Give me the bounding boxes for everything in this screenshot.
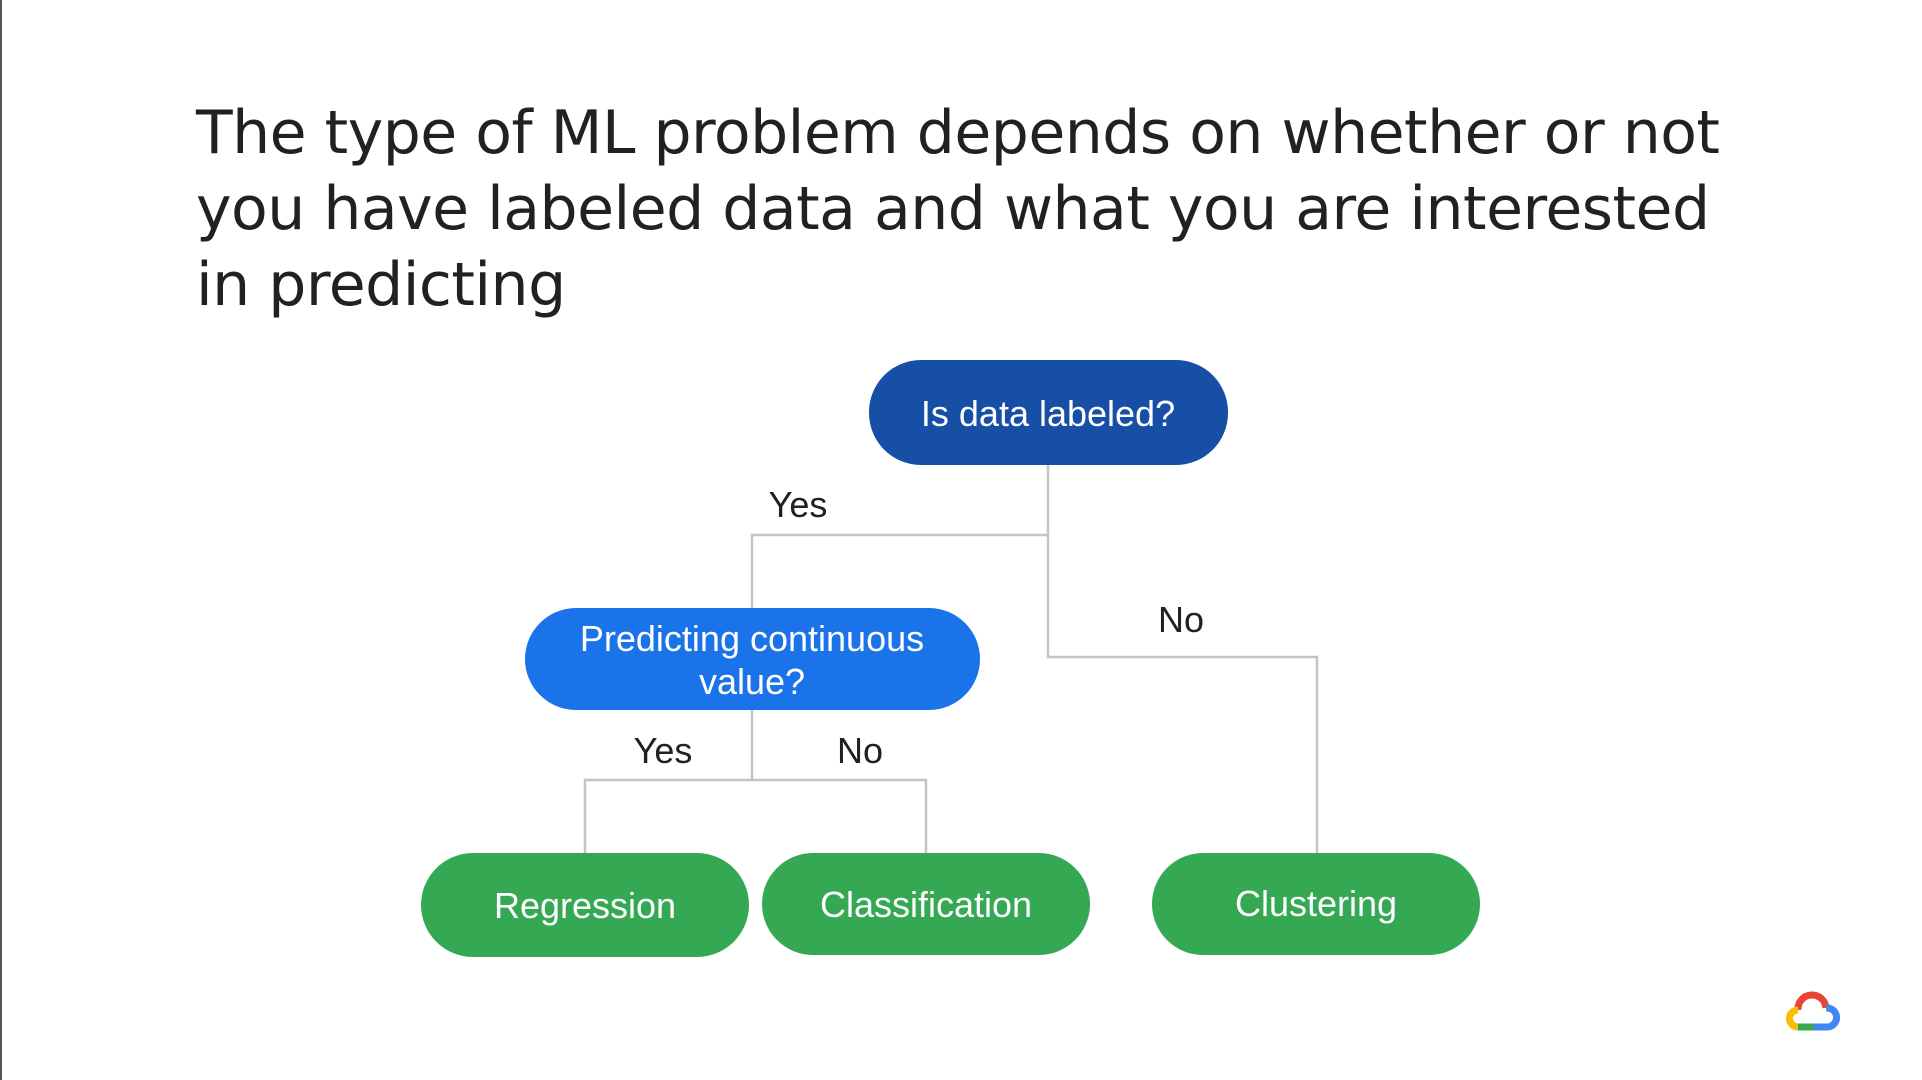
node-classification: Classification: [762, 853, 1090, 955]
google-cloud-logo-icon: [1786, 991, 1840, 1031]
connector-root-to-clustering: [1046, 535, 1319, 853]
node-regression-shape: [421, 853, 749, 957]
node-clustering-label: Clustering: [1235, 883, 1397, 924]
connector-continuous-to-regression: [583, 710, 754, 853]
node-is-data-labeled: Is data labeled?: [869, 360, 1228, 465]
left-border: [0, 0, 2, 1080]
node-classification-shape: [762, 853, 1090, 955]
edge-label-root-yes: Yes: [769, 484, 828, 525]
edge-label-root-no: No: [1158, 599, 1204, 640]
node-predicting-continuous-value-label-line2: value?: [699, 661, 805, 702]
node-clustering: Clustering: [1152, 853, 1480, 955]
logo-red-arc: [1794, 991, 1830, 1011]
node-predicting-continuous-value-shape: [525, 608, 980, 710]
node-regression: Regression: [421, 853, 749, 957]
slide-title: The type of ML problem depends on whethe…: [196, 98, 1720, 320]
connector-root-to-continuous: [750, 465, 1050, 608]
node-regression-label: Regression: [494, 885, 676, 926]
connector-continuous-to-classification: [752, 778, 928, 853]
edge-label-continuous-yes: Yes: [634, 730, 693, 771]
node-predicting-continuous-value: Predicting continuous value?: [525, 608, 980, 710]
logo-yellow-arc: [1786, 1006, 1799, 1031]
node-predicting-continuous-value-label-line1: Predicting continuous: [580, 618, 924, 659]
node-is-data-labeled-shape: [869, 360, 1228, 465]
node-is-data-labeled-label: Is data labeled?: [921, 393, 1175, 434]
node-classification-label: Classification: [820, 884, 1032, 925]
node-clustering-shape: [1152, 853, 1480, 955]
edge-label-continuous-no: No: [837, 730, 883, 771]
logo-blue-arc: [1814, 1004, 1840, 1031]
